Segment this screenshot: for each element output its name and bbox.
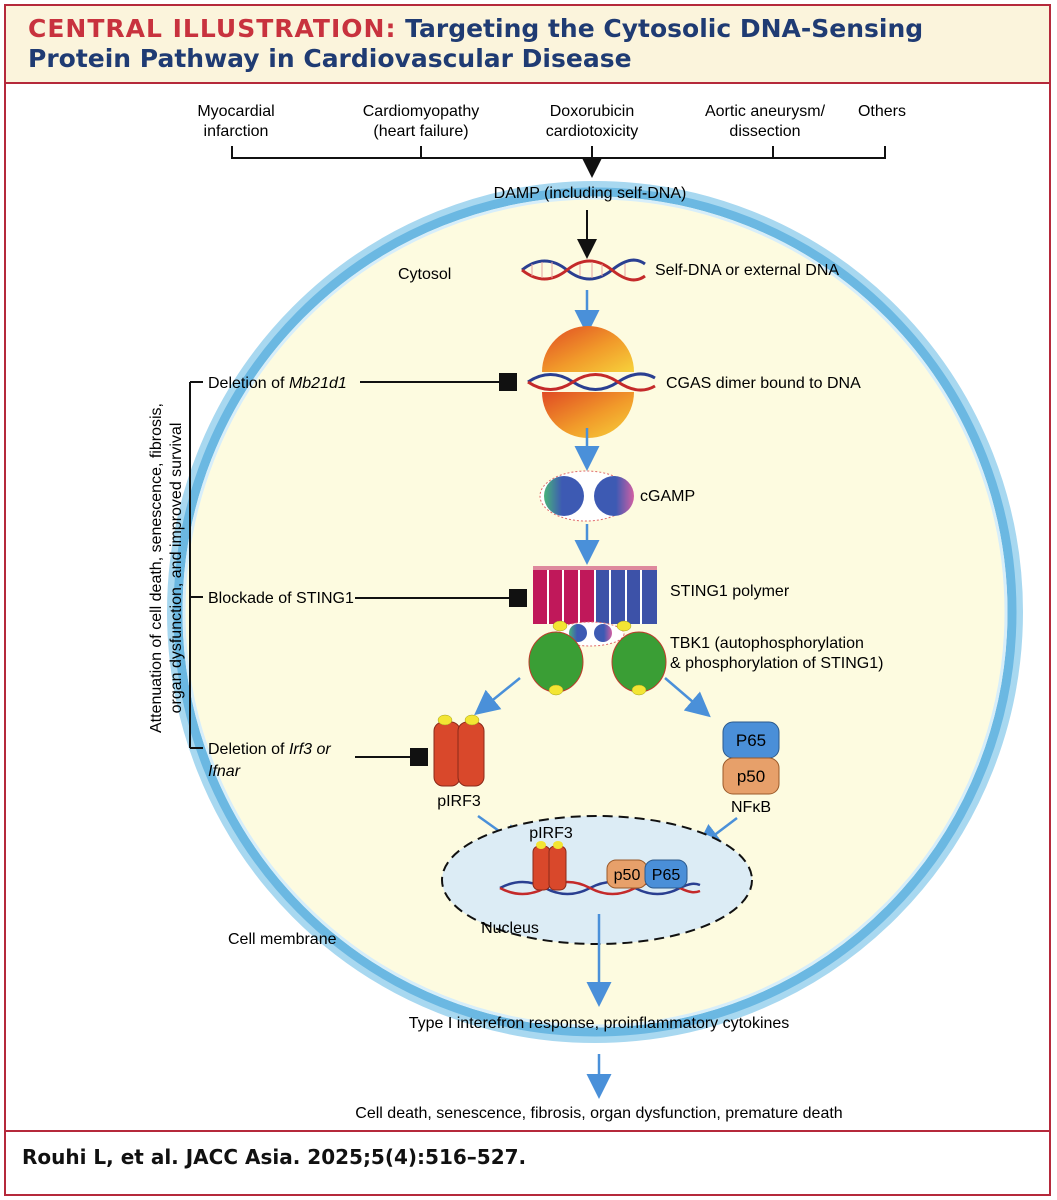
nucleus-p65-label: P65 [652,867,681,884]
side-label-line1: Attenuation of cell death, senescence, f… [148,403,165,733]
nfkb-label: NFκB [731,799,771,816]
nucleus [441,815,753,945]
citation: Rouhi L, et al. JACC Asia. 2025;5(4):516… [22,1145,527,1169]
pirf3-label: pIRF3 [437,793,481,810]
tbk1-right [611,631,667,696]
irf3-prefix: Deletion of [208,741,289,758]
mb21d1-gene: Mb21d1 [289,375,347,392]
header-banner: CENTRAL ILLUSTRATION: Targeting the Cyto… [6,6,1049,84]
pirf3-dimer [433,714,485,787]
intervention-mb21d1: Deletion of Mb21d1 [208,375,347,392]
cell-membrane-label: Cell membrane [228,931,337,948]
cell-membrane-highlight [182,196,1008,1028]
title-text: Targeting the Cytosolic DNA-Sensing Prot… [28,14,924,73]
figure-title: CENTRAL ILLUSTRATION: Targeting the Cyto… [28,14,1028,74]
disease-cm-line2: (heart failure) [373,123,468,140]
disease-dox-line1: Doxorubicin [550,103,634,120]
cgamp-label: cGAMP [640,488,695,505]
title-lead: CENTRAL ILLUSTRATION: [28,14,397,43]
disease-aortic-line1: Aortic aneurysm/ [705,103,826,120]
intervention-ifnar: Ifnar [208,763,241,780]
outcome-label: Cell death, senescence, fibrosis, organ … [355,1105,842,1122]
self-dna-label: Self-DNA or external DNA [655,262,839,279]
disease-mi-line2: infarction [204,123,269,140]
figure-frame [4,4,1051,1196]
arrow-to-irf3 [474,677,521,716]
cgas-label: CGAS dimer bound to DNA [666,375,861,392]
arrow-to-nfkb [664,677,711,718]
inhibitor-block-sting [509,589,527,607]
interferon-label: Type I interefron response, proinflammat… [409,1015,790,1032]
p65-label: P65 [736,731,766,750]
tbk1-label-line2: & phosphorylation of STING1) [670,655,883,672]
citation-bar [6,1130,1049,1194]
disease-others: Others [858,103,906,120]
mb21d1-prefix: Deletion of [208,375,289,392]
side-label-line2: organ dysfunction, and improved survival [168,423,185,714]
disease-bracket [231,146,886,178]
tbk1-left [528,631,584,696]
p50-label: p50 [737,767,765,786]
inhibitor-block-irf3 [410,748,428,766]
pathway-diagram: Myocardial infarction Cardiomyopathy (he… [148,103,1023,1122]
inhibitor-block-mb21d1 [499,373,517,391]
cgamp-molecule [539,470,634,522]
intervention-irf3: Deletion of Irf3 or [208,741,331,758]
intervention-bracket [189,381,203,749]
cgas-dimer [527,326,656,438]
nucleus-p50-label: p50 [614,867,641,884]
nucleus-nfkb [606,859,688,889]
dna-helix [521,258,646,282]
damp-label: DAMP (including self-DNA) [494,185,687,202]
nucleus-label: Nucleus [481,920,539,937]
disease-dox-line2: cardiotoxicity [546,123,638,140]
sting-label: STING1 polymer [670,583,790,600]
nfkb-complex [722,721,780,795]
disease-cm-line1: Cardiomyopathy [363,103,480,120]
intervention-sting: Blockade of STING1 [208,590,354,607]
disease-aortic-line2: dissection [729,123,800,140]
disease-mi-line1: Myocardial [197,103,274,120]
sting1-polymer [533,566,657,647]
nucleus-pirf3 [532,841,567,891]
nucleus-pirf3-label: pIRF3 [529,825,573,842]
cytosol-label: Cytosol [398,266,451,283]
tbk1-label-line1: TBK1 (autophosphorylation [670,635,864,652]
irf3-gene: Irf3 or [289,741,331,758]
